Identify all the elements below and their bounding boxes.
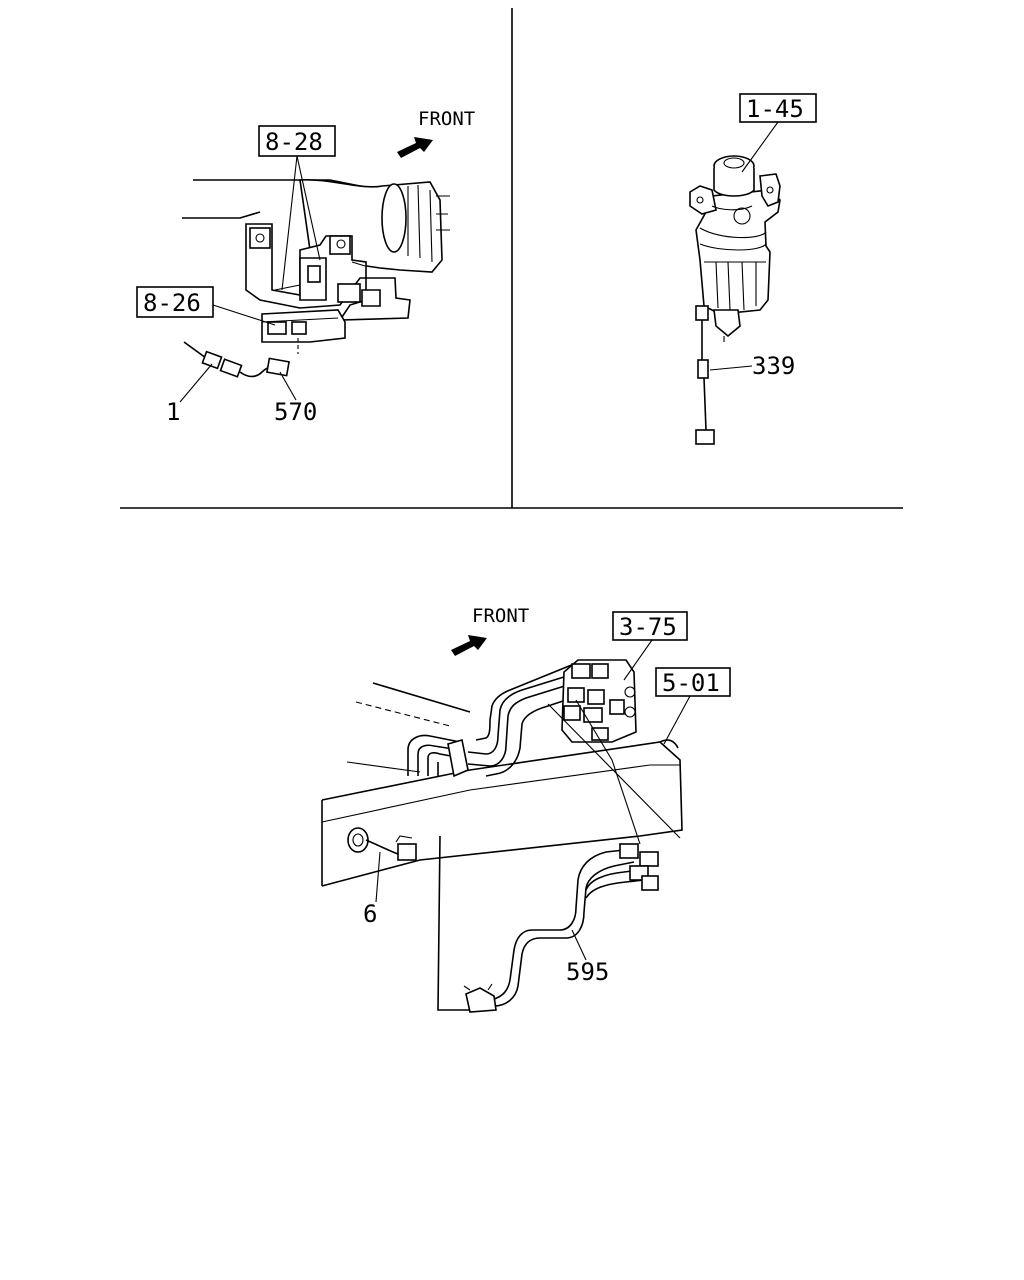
ref-box-3-75	[612, 611, 688, 641]
ref-1-45: 1-45	[746, 95, 804, 123]
ref-3-75: 3-75	[619, 613, 677, 641]
front-label-bottom: FRONT	[472, 605, 529, 627]
front-label-top: FRONT	[418, 108, 475, 130]
panel-top-left: FRONT	[136, 108, 475, 426]
ref-5-01: 5-01	[662, 669, 720, 697]
callout-570: 570	[274, 398, 317, 426]
callout-595: 595	[566, 958, 609, 986]
front-arrow-icon	[397, 137, 433, 158]
callout-339: 339	[752, 352, 795, 380]
callout-1: 1	[166, 398, 180, 426]
ref-8-28: 8-28	[265, 128, 323, 156]
ref-box-8-26	[136, 286, 214, 318]
ref-box-8-28	[258, 125, 336, 157]
ref-box-5-01	[655, 667, 731, 697]
callout-6: 6	[363, 900, 377, 928]
panel-top-right: 1-45 339	[689, 93, 817, 445]
front-arrow-icon	[451, 635, 487, 656]
panel-bottom: FRONT	[321, 605, 731, 1013]
ref-8-26: 8-26	[143, 289, 201, 317]
